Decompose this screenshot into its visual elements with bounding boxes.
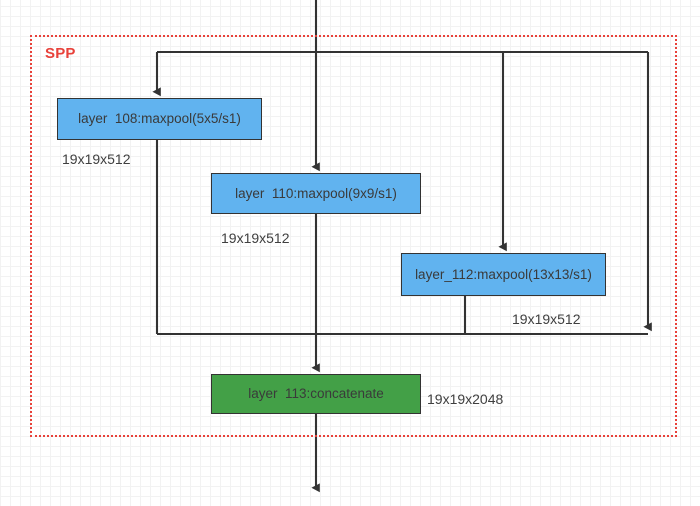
edge-label-layer-110: 19x19x512: [221, 230, 290, 246]
spp-group-label: SPP: [45, 45, 76, 62]
spp-group-box: [30, 35, 677, 437]
node-layer-108[interactable]: layer 108:maxpool(5x5/s1): [57, 98, 262, 140]
edge-label-layer-112: 19x19x512: [512, 311, 581, 327]
edge-label-layer-108: 19x19x512: [62, 151, 131, 167]
edge-label-layer-113: 19x19x2048: [427, 391, 504, 407]
node-layer-112[interactable]: layer_112:maxpool(13x13/s1): [401, 253, 606, 296]
node-layer-110-label: layer 110:maxpool(9x9/s1): [235, 185, 397, 201]
node-layer-108-label: layer 108:maxpool(5x5/s1): [78, 111, 241, 127]
node-layer-113[interactable]: layer 113:concatenate: [211, 374, 421, 414]
node-layer-110[interactable]: layer 110:maxpool(9x9/s1): [211, 173, 421, 214]
node-layer-113-label: layer 113:concatenate: [248, 386, 384, 402]
node-layer-112-label: layer_112:maxpool(13x13/s1): [415, 266, 592, 282]
